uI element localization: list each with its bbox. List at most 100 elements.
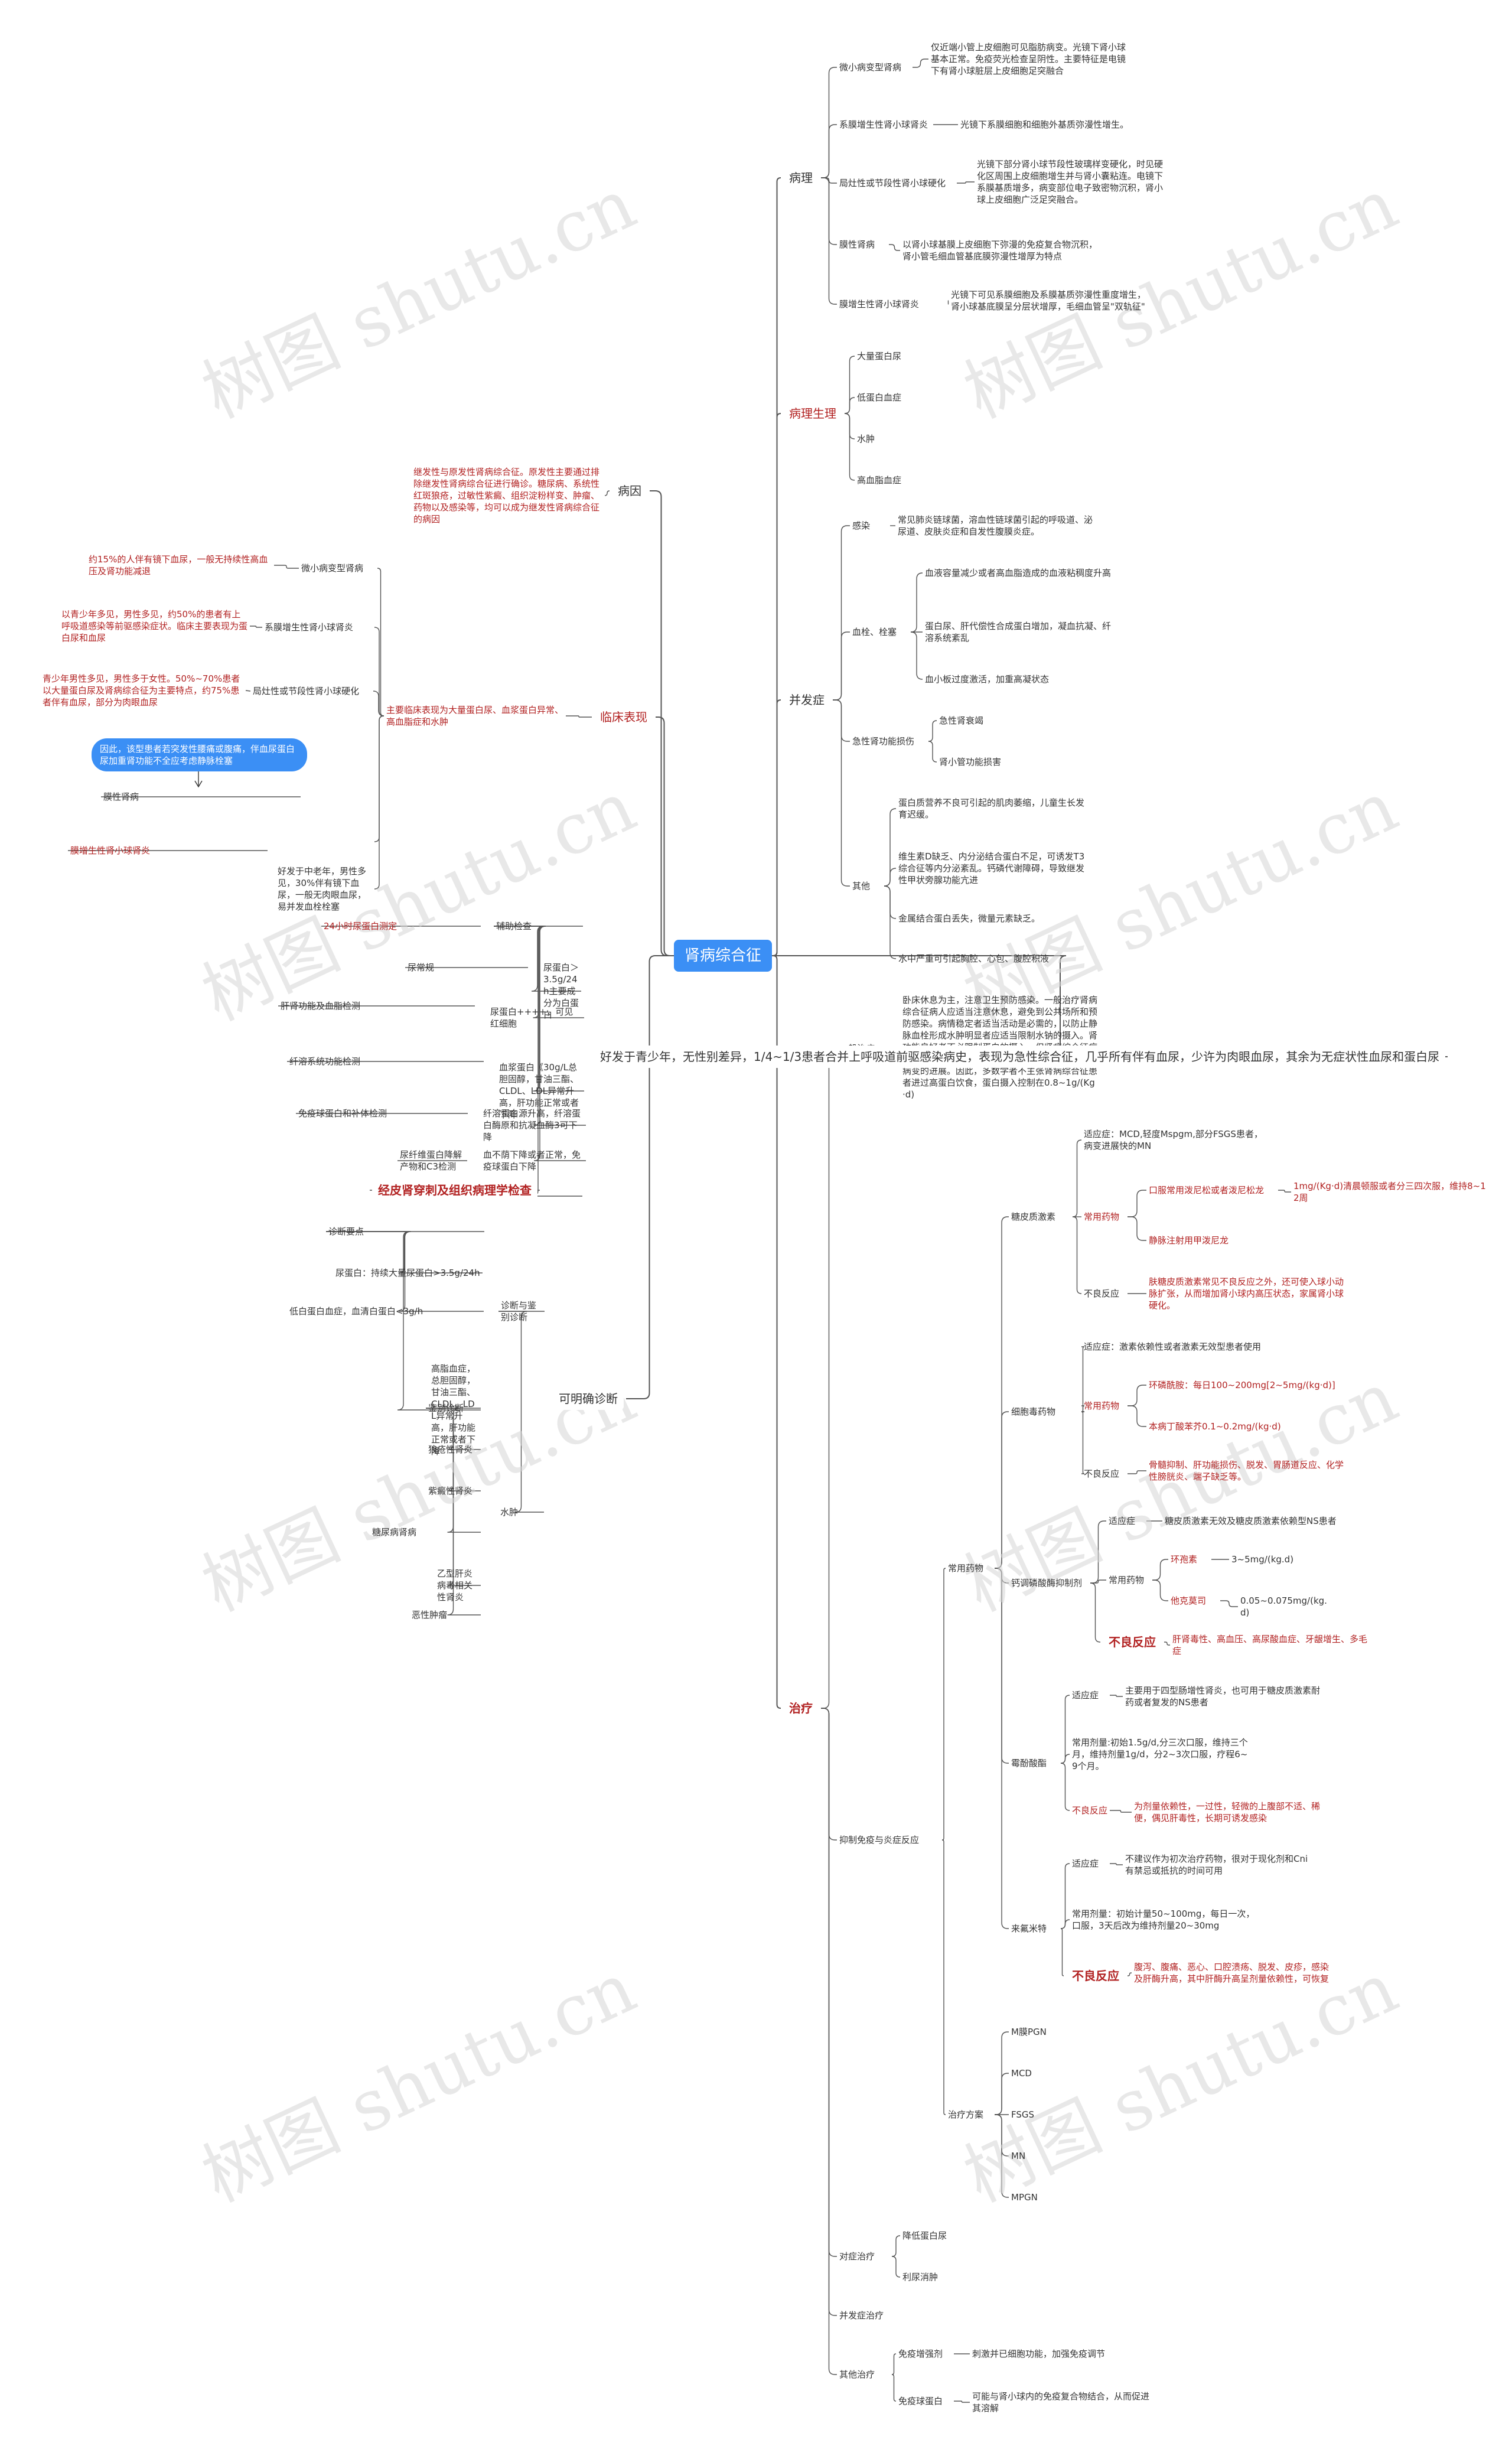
topic-text[interactable]: 急性肾衰竭 bbox=[939, 715, 984, 726]
topic-text[interactable]: 膜增生性肾小球肾炎 bbox=[839, 299, 920, 310]
topic-text[interactable]: 仅近端小管上皮细胞可见脂肪病变。光镜下肾小球基本正常。免疫荧光检查呈阴性。主要特… bbox=[931, 42, 1126, 76]
topic-text[interactable]: 可能与肾小球内的免疫复合物结合，从而促进其溶解 bbox=[972, 2391, 1150, 2414]
topic-text[interactable]: 免疫球蛋白和补体检测 bbox=[298, 1108, 387, 1119]
topic-text[interactable]: 免疫增强剂 bbox=[898, 2349, 943, 2359]
topic-text[interactable]: 不良反应 bbox=[1084, 1468, 1120, 1479]
topic-text[interactable]: 环孢素 bbox=[1171, 1554, 1198, 1565]
topic-text[interactable]: 肝肾功能及血脂检测 bbox=[281, 1001, 361, 1011]
branch-node[interactable]: 可明确诊断 bbox=[553, 1388, 624, 1410]
topic-text[interactable]: 常用药物 bbox=[948, 1563, 984, 1574]
topic-text[interactable]: 刺激并已细胞功能，加强免疫调节 bbox=[972, 2349, 1106, 2359]
branch-node[interactable]: 不良反应 bbox=[1066, 1965, 1125, 1987]
topic-text[interactable]: 以青少年多见，男性多见，约50%的患者有上呼吸道感染等前驱感染症状。临床主要表现… bbox=[61, 609, 248, 643]
topic-text[interactable]: 不良反应 bbox=[1084, 1288, 1120, 1299]
topic-text[interactable]: 治疗方案 bbox=[948, 2109, 984, 2120]
topic-text[interactable]: 光镜下部分肾小球节段性玻璃样变硬化，时见硬化区周围上皮细胞增生并与肾小囊粘连。电… bbox=[977, 159, 1164, 205]
topic-text[interactable]: 系膜增生性肾小球肾炎 bbox=[265, 622, 354, 633]
topic-text[interactable]: 金属结合蛋白丢失，微量元素缺乏。 bbox=[898, 913, 1041, 924]
topic-text[interactable]: 蛋白尿、肝代偿性合成蛋白增加，凝血抗凝、纤溶系统紊乱 bbox=[925, 621, 1112, 643]
topic-text[interactable]: 适应症 bbox=[1072, 1858, 1099, 1869]
topic-text[interactable]: 局灶性或节段性肾小球硬化 bbox=[253, 686, 360, 696]
branch-node[interactable]: 病理生理 bbox=[783, 402, 842, 425]
topic-text[interactable]: 乙型肝炎病毒相关性肾炎 bbox=[437, 1568, 473, 1603]
topic-text[interactable]: 常见肺炎链球菌，溶血性链球菌引起的呼吸道、泌尿道、皮肤炎症和自发性腹膜炎症。 bbox=[898, 514, 1093, 537]
topic-text[interactable]: 局灶性或节段性肾小球硬化 bbox=[839, 178, 946, 188]
topic-text[interactable]: 常用药物 bbox=[1084, 1400, 1120, 1411]
topic-text[interactable]: 来氟米特 bbox=[1011, 1923, 1047, 1934]
branch-node[interactable]: 经皮肾穿刺及组织病理学检查 bbox=[372, 1179, 537, 1201]
topic-text[interactable]: 主要临床表现为大量蛋白尿、血浆蛋白异常、高血脂症和水肿 bbox=[386, 705, 564, 727]
topic-text[interactable]: 诊断与鉴别诊断 bbox=[501, 1300, 537, 1323]
topic-text[interactable]: 光镜下系膜细胞和细胞外基质弥漫性增生。 bbox=[960, 119, 1129, 130]
topic-text[interactable]: 尿蛋白：持续大量尿蛋白>3.5g/24h bbox=[335, 1268, 480, 1278]
topic-text[interactable]: 适应症 bbox=[1072, 1690, 1099, 1701]
branch-node[interactable]: 治疗 bbox=[783, 1697, 819, 1719]
topic-text[interactable]: 降低蛋白尿 bbox=[902, 2230, 947, 2241]
topic-text[interactable]: 水肿 bbox=[500, 1507, 519, 1517]
topic-text[interactable]: 适应症 bbox=[1109, 1516, 1136, 1526]
topic-text[interactable]: 免疫球蛋白 bbox=[898, 2396, 943, 2406]
topic-text[interactable]: 肾小管功能损害 bbox=[939, 757, 1002, 767]
topic-text[interactable]: 适应症：激素依赖性或者激素无效型患者使用 bbox=[1084, 1341, 1262, 1352]
topic-text[interactable]: 主要用于四型肠增性肾炎，也可用于糖皮质激素耐药或者复发的NS患者 bbox=[1125, 1685, 1321, 1708]
topic-text[interactable]: 膜性肾病 bbox=[103, 792, 139, 802]
topic-text[interactable]: 并发症治疗 bbox=[839, 2310, 884, 2321]
topic-text[interactable]: 常用药物 bbox=[1084, 1211, 1120, 1222]
topic-text[interactable]: 尿纤维蛋白降解产物和C3检测 bbox=[400, 1149, 462, 1172]
topic-text[interactable]: 肝肾毒性、高血压、高尿酸血症、牙龈增生、多毛症 bbox=[1172, 1634, 1368, 1656]
topic-text[interactable]: 尿蛋白＞3.5g/24h主要成分为白蛋白 bbox=[543, 962, 579, 1020]
topic-text[interactable]: 水肿 bbox=[857, 434, 875, 444]
callout-note[interactable]: 因此，该型患者若突发性腰痛或腹痛，伴血尿蛋白尿加重肾功能不全应考虑静脉栓塞 bbox=[92, 738, 307, 771]
topic-text[interactable]: 诊断要点 bbox=[328, 1226, 364, 1237]
topic-text[interactable]: 常用药物 bbox=[1109, 1575, 1145, 1585]
branch-node[interactable]: 临床表现 bbox=[594, 706, 653, 728]
topic-text[interactable]: 微小病变型肾病 bbox=[301, 563, 364, 574]
topic-text[interactable]: 好发于中老年，男性多见，30%伴有镜下血尿，一般无肉眼血尿，易并发血栓栓塞 bbox=[278, 866, 367, 912]
topic-text[interactable]: 大量蛋白尿 bbox=[857, 351, 902, 361]
topic-text[interactable]: MN bbox=[1011, 2151, 1026, 2161]
topic-text[interactable]: 24小时尿蛋白测定 bbox=[324, 921, 397, 932]
topic-text[interactable]: 其他 bbox=[852, 881, 871, 891]
topic-text[interactable]: 糖尿病肾病 bbox=[372, 1527, 417, 1538]
topic-text[interactable]: 本病丁酸苯芥0.1~0.2mg/(kg·d) bbox=[1149, 1421, 1281, 1432]
topic-text[interactable]: 常用剂量：初始计量50~100mg，每日一次，口服，3天后改为维持剂量20~30… bbox=[1072, 1908, 1255, 1931]
topic-text[interactable]: 约15%的人伴有镜下血尿，一般无持续性高血压及肾功能减退 bbox=[89, 554, 268, 577]
root-node[interactable]: 肾病综合征 bbox=[674, 940, 772, 972]
branch-node[interactable]: 病理 bbox=[783, 167, 819, 189]
topic-text[interactable]: 血浆蛋白《30g/L总胆固醇，甘油三酯、CLDL、LDL异常升高，肝功能正常或者… bbox=[499, 1062, 579, 1120]
topic-text[interactable]: M膜PGN bbox=[1011, 2027, 1047, 2037]
topic-text[interactable]: 感染 bbox=[852, 520, 871, 531]
topic-text[interactable]: MPGN bbox=[1011, 2192, 1038, 2203]
topic-text[interactable]: 血不荫下降或者正常，免疫球蛋白下降 bbox=[483, 1149, 581, 1172]
topic-text[interactable]: 常用剂量:初始1.5g/d,分三次口服，维持三个月，维持剂量1g/d，分2~3次… bbox=[1072, 1737, 1248, 1771]
topic-text[interactable]: FSGS bbox=[1011, 2109, 1035, 2120]
topic-text[interactable]: 他克莫司 bbox=[1171, 1595, 1207, 1606]
topic-text[interactable]: 蛋白质营养不良可引起的肌肉萎缩，儿童生长发育迟缓。 bbox=[898, 797, 1085, 820]
branch-node[interactable]: 并发症 bbox=[783, 689, 830, 711]
topic-text[interactable]: 系膜增生性肾小球肾炎 bbox=[839, 119, 928, 130]
topic-text[interactable]: 低蛋白血症 bbox=[857, 392, 902, 403]
topic-text[interactable]: 环磷酰胺：每日100~200mg[2~5mg/(kg·d)] bbox=[1149, 1380, 1335, 1390]
topic-text[interactable]: MCD bbox=[1011, 2068, 1032, 2079]
topic-text[interactable]: 恶性肿瘤 bbox=[412, 1610, 448, 1620]
branch-node[interactable]: 不良反应 bbox=[1103, 1631, 1162, 1653]
topic-text[interactable]: 血小板过度激活，加重高凝状态 bbox=[925, 674, 1050, 685]
topic-text[interactable]: 光镜下可见系膜细胞及系膜基质弥漫性重度增生，肾小球基底膜呈分层状增厚，毛细血管呈… bbox=[951, 289, 1146, 312]
topic-text[interactable]: 微小病变型肾病 bbox=[839, 62, 902, 73]
topic-text[interactable]: 低白蛋白血症，血清白蛋白<3g/h bbox=[289, 1306, 423, 1317]
topic-text[interactable]: 尿蛋白++++，可见红细胞 bbox=[490, 1007, 573, 1029]
topic-text[interactable]: 膜增生性肾小球肾炎 bbox=[70, 845, 151, 856]
topic-text[interactable]: 纤溶蛋白源升高，纤溶蛋白酶原和抗凝血酶3可下降 bbox=[483, 1108, 581, 1142]
topic-text[interactable]: 糖皮质激素 bbox=[1011, 1211, 1056, 1222]
branch-node[interactable]: 病因 bbox=[612, 480, 647, 502]
topic-text[interactable]: 口服常用泼尼松或者泼尼松龙 bbox=[1149, 1185, 1265, 1196]
branch-node[interactable]: 好发于青少年，无性别差异，1/4~1/3患者合并上呼吸道前驱感染病史，表现为急性… bbox=[594, 1046, 1446, 1068]
topic-text[interactable]: 膜性肾病 bbox=[839, 239, 875, 250]
topic-text[interactable]: 细胞毒药物 bbox=[1011, 1406, 1056, 1417]
topic-text[interactable]: 对症治疗 bbox=[839, 2251, 875, 2262]
topic-text[interactable]: 3~5mg/(kg.d) bbox=[1231, 1554, 1294, 1565]
topic-text[interactable]: 1mg/(Kg·d)清晨顿服或者分三四次服，维持8~12周 bbox=[1293, 1181, 1486, 1203]
topic-text[interactable]: 急性肾功能损伤 bbox=[852, 736, 915, 747]
topic-text[interactable]: 其他治疗 bbox=[839, 2369, 875, 2380]
topic-text[interactable]: 不良反应 bbox=[1072, 1805, 1108, 1816]
